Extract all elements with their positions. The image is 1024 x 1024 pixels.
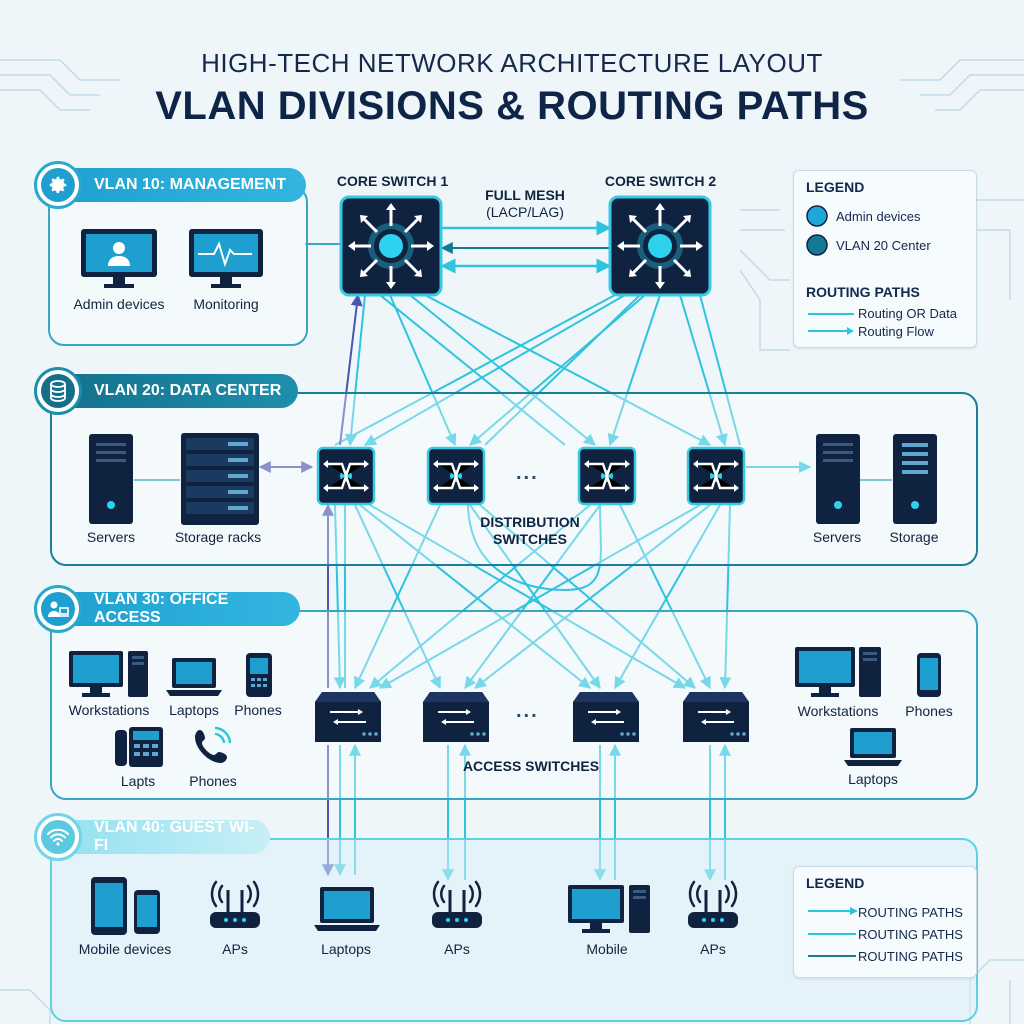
mobile-devices-icon	[91, 877, 160, 935]
legend-item: Admin devices	[836, 209, 921, 224]
device-label: Phones	[189, 773, 237, 789]
admin-devices-swatch	[806, 205, 828, 227]
workstation-icon	[69, 651, 148, 697]
distribution-switch-icon[interactable]	[577, 446, 637, 506]
device-label: Storage racks	[174, 529, 262, 545]
desktop-icon	[568, 885, 650, 933]
device-label: APs	[444, 941, 470, 957]
access-point-icon	[210, 880, 260, 928]
full-mesh-label: FULL MESH	[485, 187, 565, 203]
device-label: Laptops	[848, 771, 898, 787]
device-label: Laptops	[169, 702, 219, 718]
vlan30-box	[50, 610, 978, 800]
legend-title: LEGEND	[806, 875, 865, 891]
access-point-icon	[432, 880, 482, 928]
access-switch-icon[interactable]	[572, 690, 640, 744]
phone-icon	[917, 653, 941, 697]
vlan20-header: VLAN 20: DATA CENTER	[40, 374, 298, 408]
storage-icon	[893, 434, 937, 524]
user-desk-icon	[34, 585, 82, 633]
distribution-switches-label: DISTRIBUTION SWITCHES	[470, 514, 590, 548]
legend-path: Routing OR Data	[858, 306, 957, 321]
vlan30-label: VLAN 30: OFFICE ACCESS	[94, 591, 229, 626]
access-switches-label: ACCESS SWITCHES	[462, 758, 600, 774]
access-switch-icon[interactable]	[682, 690, 750, 744]
device-label: Phones	[234, 702, 282, 718]
device-label: Laptops	[321, 941, 371, 957]
core-switch-1-icon[interactable]	[338, 194, 444, 298]
laptop-icon	[844, 728, 902, 766]
storage-rack-icon	[181, 433, 259, 525]
gear-icon	[34, 161, 82, 209]
legend-section: ROUTING PATHS	[806, 284, 920, 300]
access-point-icon	[688, 880, 738, 928]
path-swatches	[808, 313, 854, 335]
device-label: Servers	[86, 529, 136, 545]
legend-path: Routing Flow	[858, 324, 934, 339]
legend-path: ROUTING PATHS	[858, 905, 963, 920]
vlan40-label: VLAN 40: GUEST WI-FI	[94, 819, 255, 854]
page-subtitle: HIGH-TECH NETWORK ARCHITECTURE LAYOUT	[201, 48, 823, 78]
more-access-ellipsis: ...	[516, 700, 539, 722]
device-label: Phones	[905, 703, 953, 719]
legend-path: ROUTING PATHS	[858, 949, 963, 964]
device-label: APs	[700, 941, 726, 957]
more-switches-ellipsis: ...	[516, 462, 539, 484]
access-switch-icon[interactable]	[314, 690, 382, 744]
device-label: Mobile	[586, 941, 628, 957]
core-switch-2-icon[interactable]	[607, 194, 713, 298]
distribution-switch-icon[interactable]	[686, 446, 746, 506]
distribution-switch-icon[interactable]	[316, 446, 376, 506]
admin-monitor-icon	[81, 229, 157, 288]
device-label: Admin devices	[73, 296, 165, 312]
legend-path: ROUTING PATHS	[858, 927, 963, 942]
device-label: Servers	[812, 529, 862, 545]
device-label: APs	[222, 941, 248, 957]
core-switch-1-label: CORE SWITCH 1	[336, 173, 449, 189]
workstation-icon	[795, 647, 881, 697]
core-switch-2-label: CORE SWITCH 2	[604, 173, 717, 189]
vlan30-header: VLAN 30: OFFICE ACCESS	[40, 591, 300, 626]
device-label: Workstations	[797, 703, 879, 719]
legend-top: LEGEND Admin devices VLAN 20 Center ROUT…	[793, 170, 977, 348]
legend-bottom: LEGEND ROUTING PATHS ROUTING PATHS ROUTI…	[793, 866, 977, 978]
server-icon	[816, 434, 860, 524]
wifi-icon	[34, 813, 82, 861]
legend-title: LEGEND	[806, 179, 865, 195]
device-label: Mobile devices	[78, 941, 172, 957]
path-swatches	[808, 907, 858, 957]
monitoring-monitor-icon	[189, 229, 263, 288]
desk-phone-icon	[115, 727, 163, 767]
server-icon	[89, 434, 133, 524]
phone-icon	[246, 653, 272, 697]
distribution-switch-icon[interactable]	[426, 446, 486, 506]
page-title: VLAN DIVISIONS & ROUTING PATHS	[155, 84, 869, 128]
device-label: Storage	[889, 529, 939, 545]
full-mesh-sublabel: (LACP/LAG)	[486, 204, 564, 220]
phone-call-icon	[195, 726, 232, 763]
vlan20-swatch	[806, 234, 828, 256]
vlan20-label: VLAN 20: DATA CENTER	[94, 382, 282, 399]
device-label: Monitoring	[193, 296, 259, 312]
laptop-icon	[166, 658, 222, 696]
device-label: Lapts	[120, 773, 156, 789]
access-switch-icon[interactable]	[422, 690, 490, 744]
device-label: Workstations	[68, 702, 150, 718]
distribution-switches-text: DISTRIBUTION SWITCHES	[480, 514, 580, 547]
vlan10-header: VLAN 10: MANAGEMENT	[40, 168, 306, 202]
vlan10-label: VLAN 10: MANAGEMENT	[94, 176, 287, 193]
database-icon	[34, 367, 82, 415]
laptop-icon	[314, 887, 380, 931]
legend-item: VLAN 20 Center	[836, 238, 931, 253]
